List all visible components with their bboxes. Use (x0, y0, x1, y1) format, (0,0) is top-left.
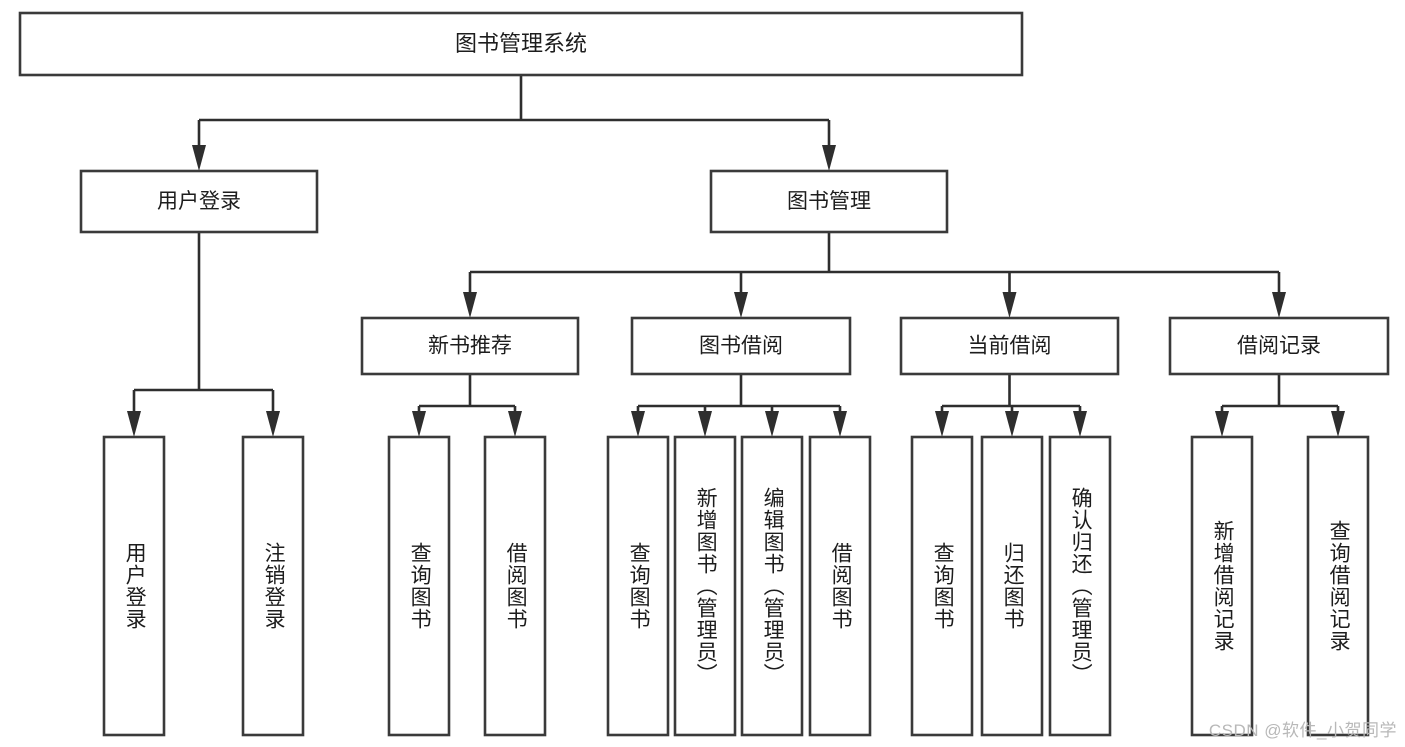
arrow-head-leaf-edit-book-admin (765, 411, 779, 437)
arrow-head-borrow-record (1272, 292, 1286, 318)
arrow-head-leaf-add-book-admin (698, 411, 712, 437)
node-box-leaf-add-borrow-record[interactable] (1190, 435, 1254, 737)
node-label-new-book-recommend: 新书推荐 (428, 335, 512, 358)
node-box-leaf-query-borrow-record[interactable] (1306, 435, 1370, 737)
connector-group-new-book-recommend (412, 374, 522, 437)
node-box-new-book-recommend[interactable] (360, 316, 580, 376)
arrow-head-leaf-query-book-current (935, 411, 949, 437)
node-box-leaf-query-book-borrow[interactable] (606, 435, 670, 737)
arrow-head-leaf-user-login (127, 411, 141, 437)
connector-group-root (192, 75, 836, 171)
connector-group-current-borrow (935, 374, 1087, 437)
node-box-leaf-borrow-book-recommend[interactable] (483, 435, 547, 737)
arrow-head-leaf-confirm-return-admin (1073, 411, 1087, 437)
node-box-borrow-record[interactable] (1168, 316, 1390, 376)
node-box-book-borrow[interactable] (630, 316, 852, 376)
node-box-root[interactable] (18, 11, 1024, 77)
node-box-leaf-user-login[interactable] (102, 435, 166, 737)
node-box-leaf-confirm-return-admin[interactable] (1048, 435, 1112, 737)
arrow-head-book-borrow (734, 292, 748, 318)
node-box-leaf-return-book[interactable] (980, 435, 1044, 737)
node-box-leaf-query-book-recommend[interactable] (387, 435, 451, 737)
node-box-leaf-query-book-current[interactable] (910, 435, 974, 737)
node-box-layer (18, 11, 1390, 737)
node-box-user-login[interactable] (79, 169, 319, 234)
node-label-root: 图书管理系统 (455, 31, 587, 56)
node-label-current-borrow: 当前借阅 (968, 335, 1052, 358)
connector-group-book-borrow (631, 374, 847, 437)
arrow-head-new-book-recommend (463, 292, 477, 318)
arrow-head-leaf-query-borrow-record (1331, 411, 1345, 437)
arrow-head-leaf-return-book (1005, 411, 1019, 437)
arrow-head-leaf-logout-login (266, 411, 280, 437)
arrow-head-leaf-add-borrow-record (1215, 411, 1229, 437)
node-box-leaf-borrow-book[interactable] (808, 435, 872, 737)
arrow-head-leaf-borrow-book-recommend (508, 411, 522, 437)
arrow-head-leaf-borrow-book (833, 411, 847, 437)
csdn-watermark: CSDN @软件_小贺同学 (1208, 721, 1397, 740)
node-label-book-management: 图书管理 (787, 190, 871, 213)
arrow-head-current-borrow (1002, 292, 1017, 318)
connector-layer (127, 75, 1345, 437)
arrow-head-leaf-query-book-borrow (631, 411, 645, 437)
connector-group-user-login (127, 232, 280, 437)
node-label-book-borrow: 图书借阅 (699, 335, 783, 358)
arrow-head-user-login (192, 145, 206, 171)
node-box-leaf-edit-book-admin[interactable] (740, 435, 804, 737)
node-box-leaf-logout-login[interactable] (241, 435, 305, 737)
node-box-leaf-add-book-admin[interactable] (673, 435, 737, 737)
node-box-book-management[interactable] (709, 169, 949, 234)
connector-group-book-management (463, 232, 1286, 318)
connector-group-borrow-record (1215, 374, 1345, 437)
arrow-head-leaf-query-book-recommend (412, 411, 426, 437)
arrow-head-book-management (822, 145, 836, 171)
node-label-user-login: 用户登录 (157, 190, 241, 213)
node-label-borrow-record: 借阅记录 (1237, 335, 1321, 358)
node-box-current-borrow[interactable] (899, 316, 1120, 376)
